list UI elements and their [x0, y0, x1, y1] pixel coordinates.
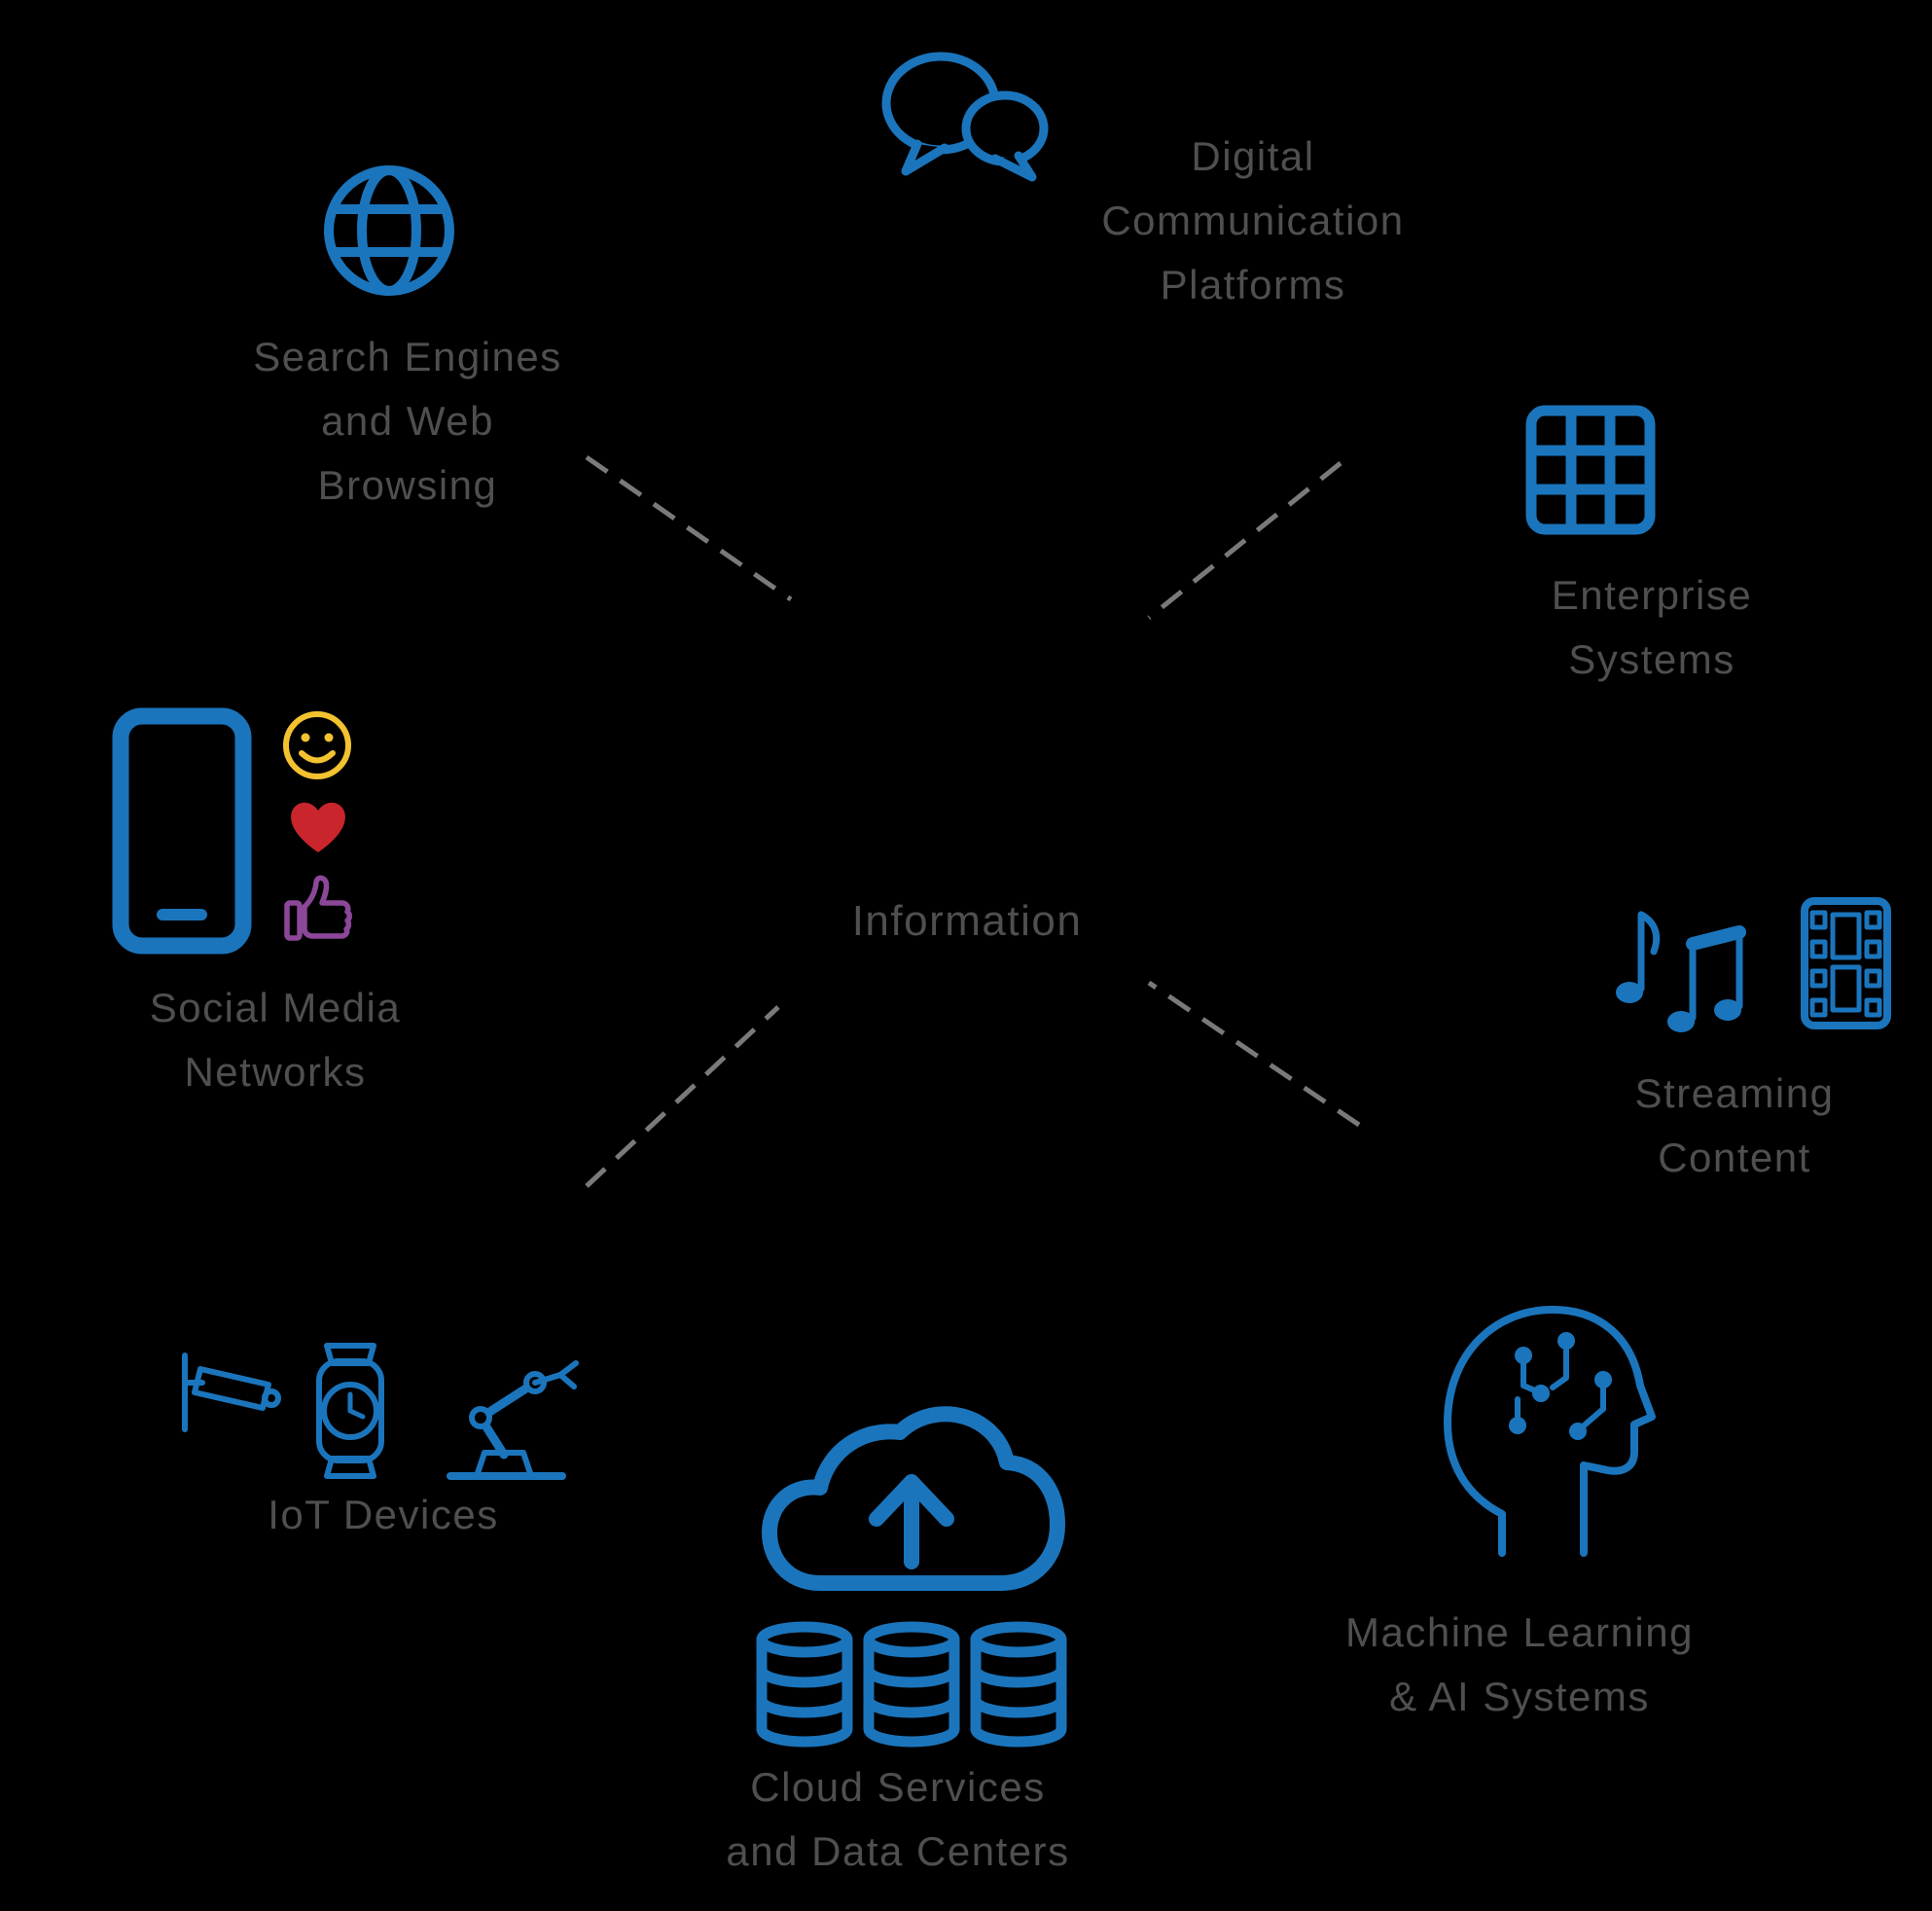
streaming-label: Streaming Content	[1634, 1070, 1835, 1180]
chat-bubbles-icon	[871, 49, 1055, 185]
connector-top-left	[585, 454, 793, 602]
heart-icon	[283, 794, 353, 858]
music-notes-and-film-strip-icon	[1605, 864, 1897, 1064]
search-label: Search Engines and Web Browsing	[253, 334, 562, 508]
camera-watch-robot-arm-icon	[173, 1328, 591, 1498]
thumbs-up-icon	[281, 868, 357, 946]
iot-label: IoT Devices	[268, 1492, 499, 1537]
smartphone-icon	[109, 707, 255, 955]
connector-bottom-left	[585, 1005, 780, 1188]
globe-icon	[316, 158, 462, 304]
ai-label: Machine Learning & AI Systems	[1345, 1609, 1694, 1719]
connector-bottom-right	[1147, 980, 1361, 1128]
head-with-circuit-brain-icon	[1422, 1282, 1656, 1560]
communication-label: Digital Communication Platforms	[1101, 133, 1405, 307]
smiley-face-icon	[280, 708, 354, 782]
enterprise-label: Enterprise Systems	[1551, 572, 1753, 682]
cloud-label: Cloud Services and Data Centers	[726, 1764, 1070, 1874]
table-grid-icon	[1520, 399, 1662, 541]
connector-top-right	[1147, 461, 1342, 620]
center-label: Information	[851, 897, 1083, 945]
cloud-upload-with-databases-icon	[744, 1357, 1080, 1749]
social-label: Social Media Networks	[149, 985, 402, 1095]
